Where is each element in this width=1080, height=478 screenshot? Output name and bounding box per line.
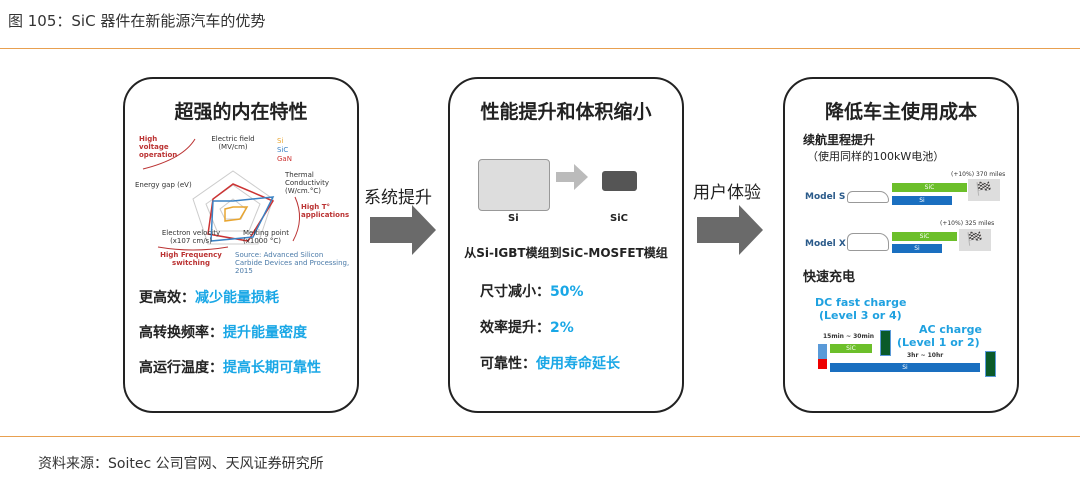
car-name: Model X (805, 239, 846, 249)
sic-bar: SiC (892, 232, 957, 241)
sic-mosfet-module-image (602, 171, 637, 191)
legend-gan: GaN (277, 155, 292, 163)
sic-charge-bar: SiC (830, 344, 872, 353)
ac-level-label: (Level 1 or 2) (897, 336, 980, 349)
arrow-label: 用户体验 (693, 183, 761, 203)
range-gain: (+10%) 370 miles (951, 171, 1006, 178)
axis-label: Energy gap (eV) (135, 181, 192, 189)
full-battery-icon (985, 351, 996, 377)
axis-label: Melting point (x1000 °C) (243, 229, 289, 245)
arrow-icon (556, 164, 588, 190)
dc-time: 15min ~ 30min (823, 333, 875, 340)
range-subtitle: （使用同样的100kW电池） (807, 150, 945, 163)
axis-label: Electron velocity (x107 cm/s) (161, 229, 221, 245)
panel-performance: 性能提升和体积缩小 Si SiC 从Si-IGBT模组到SiC-MOSFET模组… (448, 77, 684, 413)
range-gain: (+10%) 325 miles (940, 220, 995, 227)
axis-label: Thermal Conductivity (W/cm.°C) (285, 171, 329, 195)
chart-source: Source: Advanced Silicon Carbide Devices… (235, 251, 350, 275)
feature-row: 高转换频率：提升能量密度 (139, 325, 307, 341)
legend-si: Si (277, 137, 284, 145)
range-title: 续航里程提升 (803, 133, 876, 147)
full-battery-icon (880, 330, 891, 356)
car-name: Model S (805, 192, 846, 202)
panel-title: 超强的内在特性 (174, 101, 308, 123)
feature-row: 高运行温度：提高长期可靠性 (139, 360, 321, 376)
metric-row: 尺寸减小：50% (480, 284, 584, 300)
annotation: High T° applications (301, 203, 350, 219)
checkered-flag-icon: 🏁 (968, 179, 1000, 201)
metric-row: 效率提升：2% (480, 320, 574, 336)
car-image (847, 191, 889, 203)
annotation: High Frequency switching (160, 251, 222, 267)
si-charge-bar: Si (830, 363, 980, 372)
si-bar: Si (892, 196, 952, 205)
module-caption: 从Si-IGBT模组到SiC-MOSFET模组 (464, 246, 668, 260)
dc-charge-label: DC fast charge (815, 296, 907, 309)
ac-charge-label: AC charge (919, 323, 982, 336)
si-igbt-module-image (478, 159, 550, 211)
legend-sic: SiC (277, 146, 289, 154)
right-arrow-icon (370, 205, 436, 255)
metric-row: 可靠性：使用寿命延长 (480, 356, 620, 372)
si-bar: Si (892, 244, 942, 253)
figure-title: 图 105：SiC 器件在新能源汽车的优势 (8, 12, 266, 30)
si-label: Si (508, 213, 519, 224)
empty-battery-icon (818, 344, 827, 369)
panel-intrinsic: 超强的内在特性 High voltage operation Electric … (123, 77, 359, 413)
si-series (224, 206, 249, 222)
feature-row: 更高效：减少能量损耗 (139, 290, 279, 306)
dc-level-label: (Level 3 or 4) (819, 309, 902, 322)
panel-title: 性能提升和体积缩小 (480, 101, 652, 123)
checkered-flag-icon: 🏁 (959, 229, 991, 251)
car-image (847, 233, 889, 251)
panel-cost: 降低车主使用成本 续航里程提升 （使用同样的100kW电池） Model S (… (783, 77, 1019, 413)
panel-title: 降低车主使用成本 (824, 101, 977, 123)
axis-label: Electric field (MV/cm) (211, 135, 255, 151)
top-divider (0, 48, 1080, 49)
radar-chart (142, 138, 300, 251)
source-note: 资料来源：Soitec 公司官网、天风证券研究所 (38, 456, 324, 472)
sic-series (210, 196, 275, 242)
ac-time: 3hr ~ 10hr (907, 352, 944, 359)
right-arrow-icon (697, 205, 763, 255)
sic-label: SiC (610, 213, 628, 224)
sic-bar: SiC (892, 183, 967, 192)
bottom-divider (0, 436, 1080, 437)
arrow-label: 系统提升 (364, 188, 432, 208)
charge-title: 快速充电 (803, 270, 856, 285)
annotation: High voltage operation (139, 135, 178, 159)
